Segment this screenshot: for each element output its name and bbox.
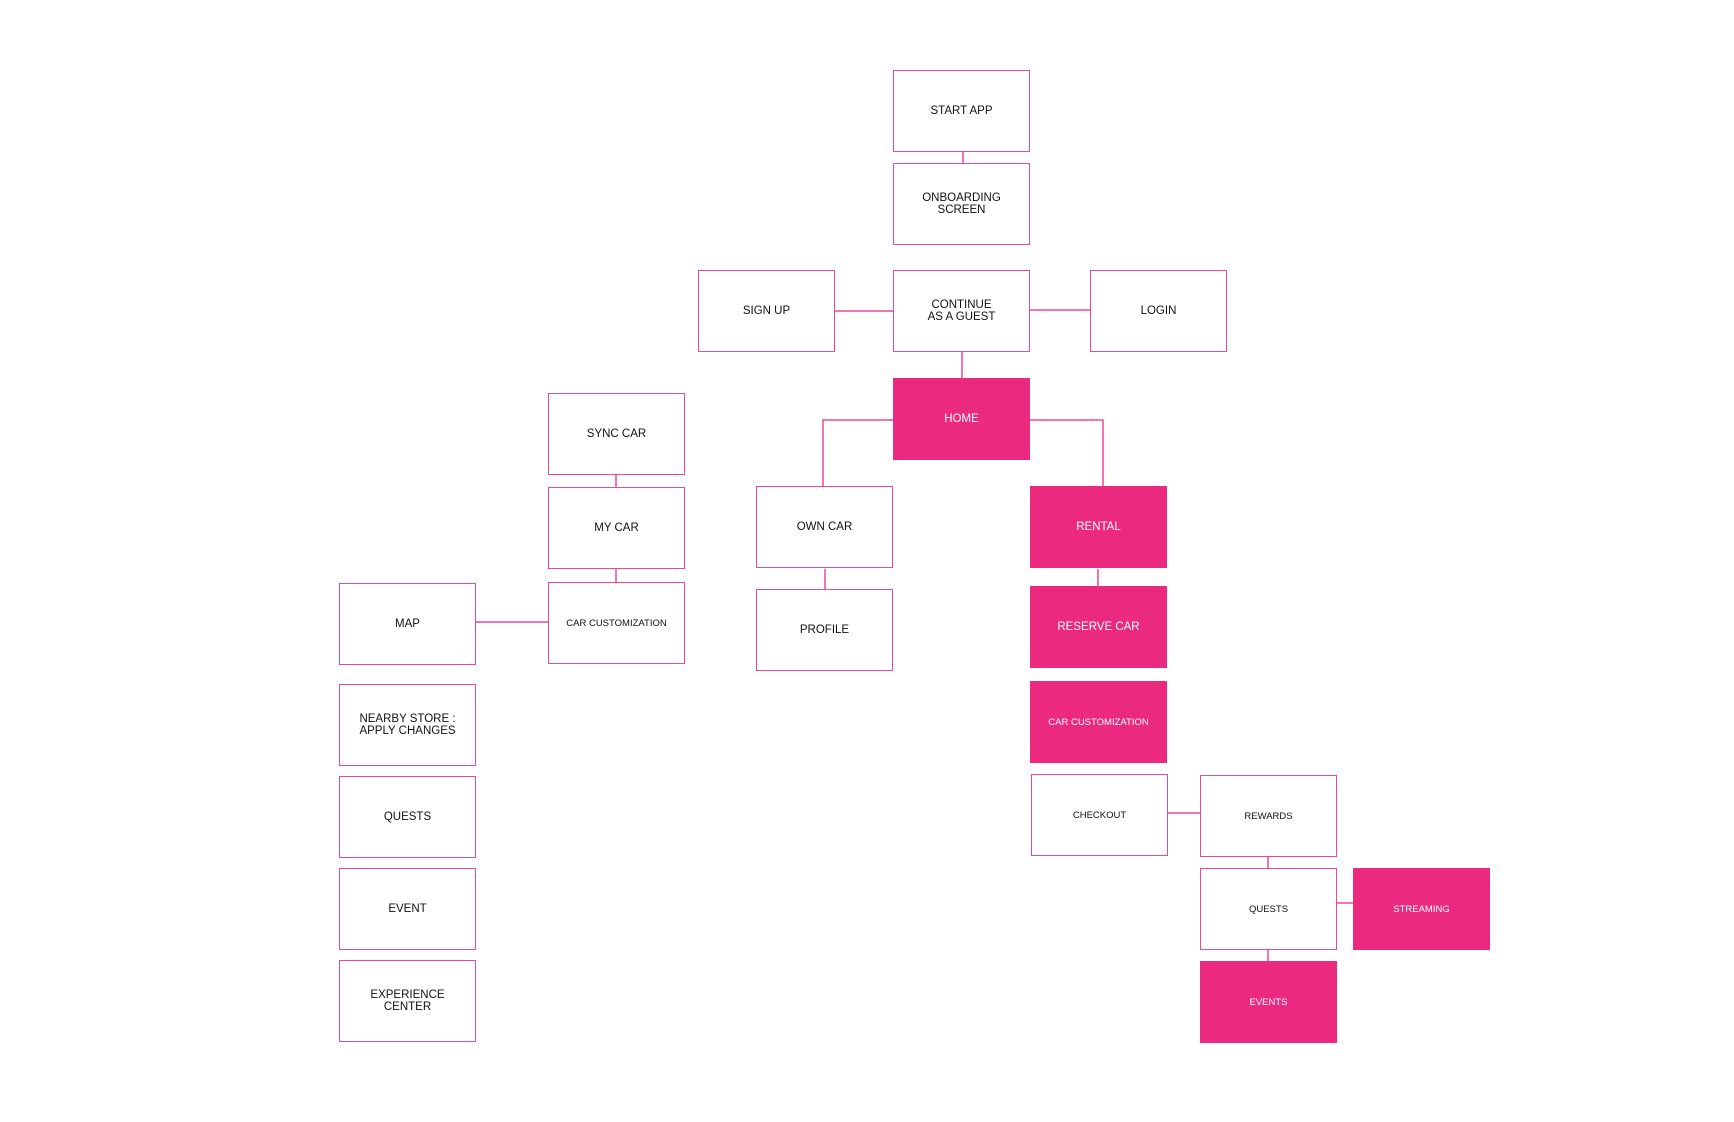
node-reserve-car[interactable]: RESERVE CAR <box>1030 586 1167 668</box>
node-profile[interactable]: PROFILE <box>756 589 893 671</box>
node-car-customization[interactable]: CAR CUSTOMIZATION <box>548 582 685 664</box>
node-streaming[interactable]: STREAMING <box>1353 868 1490 950</box>
node-rewards[interactable]: REWARDS <box>1200 775 1337 857</box>
node-checkout[interactable]: CHECKOUT <box>1031 774 1168 856</box>
node-rental-car-customization[interactable]: CAR CUSTOMIZATION <box>1030 681 1167 763</box>
node-sign-up[interactable]: SIGN UP <box>698 270 835 352</box>
node-rental[interactable]: RENTAL <box>1030 486 1167 568</box>
node-sync-car[interactable]: SYNC CAR <box>548 393 685 475</box>
node-events[interactable]: EVENTS <box>1200 961 1337 1043</box>
node-login[interactable]: LOGIN <box>1090 270 1227 352</box>
connector-home-to-rental <box>1030 419 1104 486</box>
node-onboarding-screen[interactable]: ONBOARDING SCREEN <box>893 163 1030 245</box>
node-event[interactable]: EVENT <box>339 868 476 950</box>
node-map[interactable]: MAP <box>339 583 476 665</box>
node-home[interactable]: HOME <box>893 378 1030 460</box>
node-my-car[interactable]: MY CAR <box>548 487 685 569</box>
connector-home-to-own-car <box>822 419 893 486</box>
node-nearby-store[interactable]: NEARBY STORE : APPLY CHANGES <box>339 684 476 766</box>
node-experience-center[interactable]: EXPERIENCE CENTER <box>339 960 476 1042</box>
node-own-car[interactable]: OWN CAR <box>756 486 893 568</box>
node-quests-left[interactable]: QUESTS <box>339 776 476 858</box>
node-quests-right[interactable]: QUESTS <box>1200 868 1337 950</box>
node-continue-as-guest[interactable]: CONTINUE AS A GUEST <box>893 270 1030 352</box>
node-start-app[interactable]: START APP <box>893 70 1030 152</box>
